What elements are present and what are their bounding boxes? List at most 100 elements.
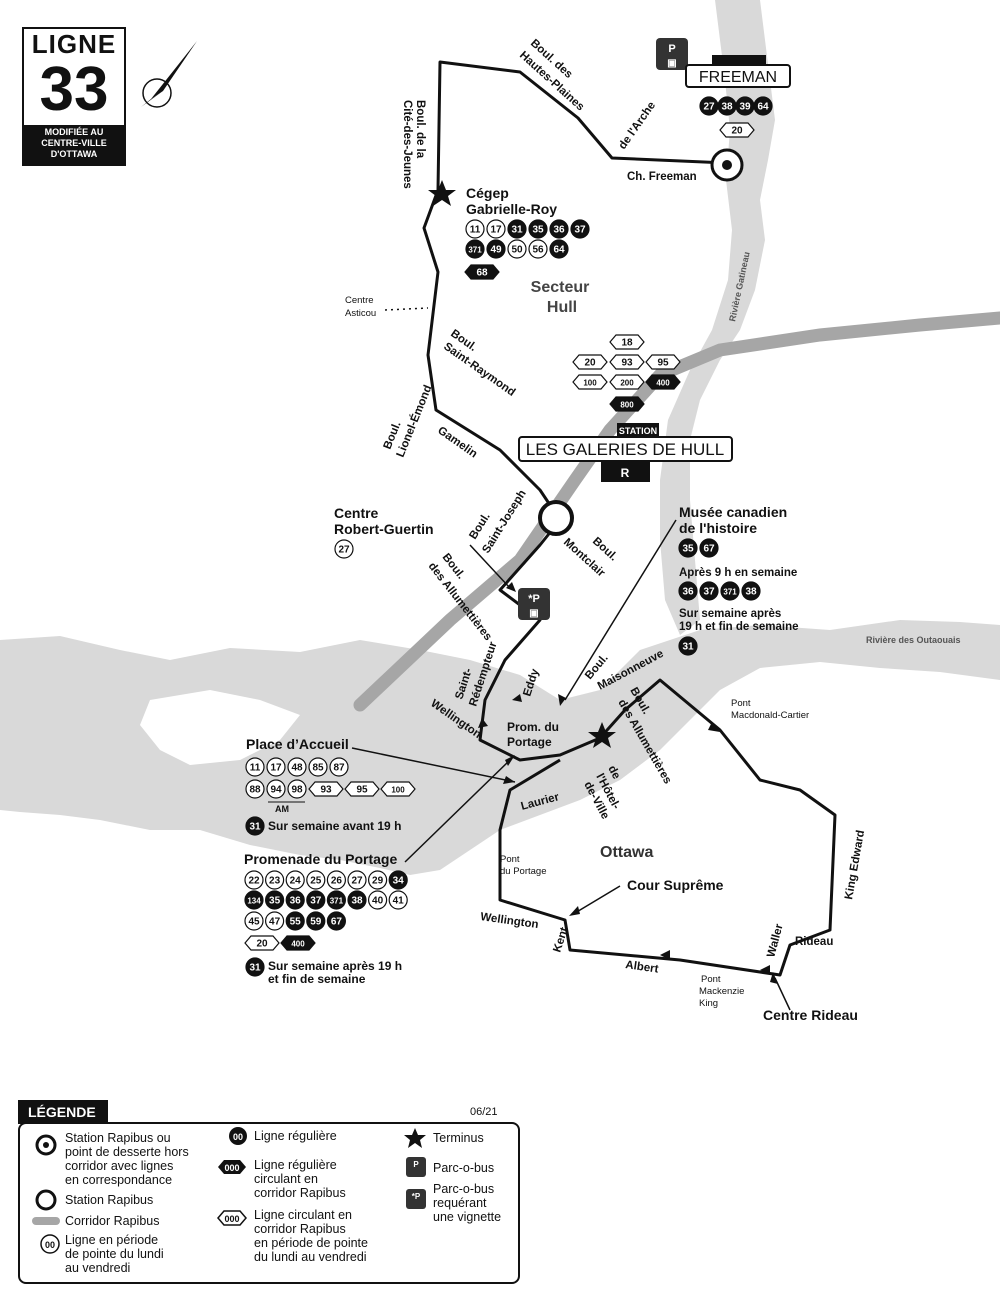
route-chip-93: 93 (308, 781, 344, 797)
rivers (0, 0, 1000, 875)
route-chip-20: 20 (244, 935, 280, 951)
route-chip-87: 87 (329, 757, 349, 777)
island-shape (140, 690, 300, 765)
route-chip-45: 45 (244, 911, 264, 931)
svg-text:Lionel-Émond: Lionel-Émond (394, 383, 435, 459)
svg-text:Boul. de la: Boul. de la (414, 100, 426, 159)
svg-text:100: 100 (583, 379, 597, 388)
svg-text:93: 93 (320, 785, 332, 796)
svg-text:Portage: Portage (507, 735, 552, 749)
svg-text:67: 67 (703, 544, 715, 555)
route-chip-27: 27 (347, 870, 367, 890)
musee-name-2: de l'histoire (679, 520, 757, 536)
svg-text:27: 27 (351, 876, 363, 887)
svg-text:Pont: Pont (731, 698, 751, 709)
svg-text:37: 37 (574, 225, 586, 236)
legend-reguliere: Ligne régulière (254, 1129, 337, 1143)
svg-text:17: 17 (270, 763, 282, 774)
route-chip-38: 38 (717, 96, 737, 116)
svg-text:64: 64 (553, 245, 565, 256)
cegep-name-1: Cégep (466, 185, 509, 201)
route-chip-371: 371 (465, 239, 485, 259)
musee-note-b-1: Sur semaine après (679, 608, 781, 620)
galeries-station-label: STATION LES GALERIES DE HULL R (518, 423, 733, 482)
svg-text:59: 59 (310, 917, 322, 928)
svg-text:35: 35 (532, 225, 544, 236)
route-chip-48: 48 (287, 757, 307, 777)
route-chip-31: 31 (507, 219, 527, 239)
svg-text:371: 371 (468, 246, 482, 255)
svg-text:37: 37 (310, 896, 322, 907)
svg-text:Gamelin: Gamelin (435, 425, 479, 461)
svg-text:371: 371 (723, 588, 737, 597)
musee-name-1: Musée canadien (679, 504, 787, 520)
centre-rideau: Centre Rideau (763, 1007, 858, 1023)
svg-text:95: 95 (657, 358, 669, 369)
asticou-2: Asticou (345, 308, 376, 319)
legend-terminus: Terminus (433, 1131, 484, 1145)
svg-text:26: 26 (331, 876, 343, 887)
route-badge: LIGNE 33 MODIFIÉE AU CENTRE-VILLE D'OTTA… (22, 27, 126, 166)
route-chip-26: 26 (326, 870, 346, 890)
svg-text:50: 50 (511, 245, 523, 256)
route-chip-31: 31 (245, 816, 265, 836)
route-chip-67: 67 (326, 911, 346, 931)
pointer-arrowheads (503, 582, 778, 984)
svg-text:Saint-Raymond: Saint-Raymond (441, 341, 517, 399)
route-chip-40: 40 (368, 890, 388, 910)
route-chip-47: 47 (265, 911, 285, 931)
svg-text:Pont: Pont (500, 854, 520, 865)
svg-text:400: 400 (291, 940, 305, 949)
asticou-1: Centre (345, 295, 374, 306)
cegep-name-2: Gabrielle-Roy (466, 201, 557, 217)
svg-text:45: 45 (248, 917, 260, 928)
cour-supreme: Cour Suprême (627, 877, 724, 893)
route-chip-37: 37 (306, 890, 326, 910)
route-chip-27: 27 (334, 539, 354, 559)
route-chip-25: 25 (306, 870, 326, 890)
svg-text:93: 93 (621, 358, 633, 369)
route-chip-35: 35 (678, 538, 698, 558)
svg-text:38: 38 (351, 896, 363, 907)
svg-text:20: 20 (256, 939, 268, 950)
route-chip-35: 35 (528, 219, 548, 239)
svg-text:Prom. du: Prom. du (507, 720, 559, 734)
svg-text:134: 134 (247, 897, 261, 906)
svg-text:du Portage: du Portage (500, 866, 546, 877)
promenade-note-1: Sur semaine après 19 h (268, 959, 402, 973)
legend-station: Station Rapibus (65, 1193, 154, 1207)
svg-text:King: King (699, 998, 718, 1009)
svg-text:de: de (605, 764, 622, 781)
route-chip-100: 100 (572, 374, 608, 390)
svg-text:31: 31 (249, 963, 261, 974)
area-hull-2: Hull (547, 299, 577, 316)
svg-text:87: 87 (333, 763, 345, 774)
route-chip-94: 94 (266, 779, 286, 799)
musee-note-a: Après 9 h en semaine (679, 567, 797, 579)
riviere-gatineau-shape (660, 0, 775, 635)
route-chip-11: 11 (245, 757, 265, 777)
svg-text:37: 37 (703, 587, 715, 598)
route-chip-371: 371 (720, 581, 740, 601)
svg-text:Cité-des-Jeunes: Cité-des-Jeunes (401, 100, 413, 189)
svg-text:Mackenzie: Mackenzie (699, 986, 744, 997)
route-chip-20: 20 (719, 122, 755, 138)
svg-text:48: 48 (291, 763, 303, 774)
galeries-name: LES GALERIES DE HULL (526, 440, 724, 459)
route-chip-11: 11 (465, 219, 485, 239)
route-chip-36: 36 (549, 219, 569, 239)
svg-text:▣: ▣ (529, 608, 538, 619)
promenade-name: Promenade du Portage (244, 851, 397, 867)
svg-text:27: 27 (338, 545, 350, 556)
route-chip-18: 18 (609, 334, 645, 350)
musee-note-b-2: 19 h et fin de semaine (679, 621, 799, 633)
legend-parc: Parc-o-bus (433, 1161, 495, 1175)
svg-text:35: 35 (682, 544, 694, 555)
